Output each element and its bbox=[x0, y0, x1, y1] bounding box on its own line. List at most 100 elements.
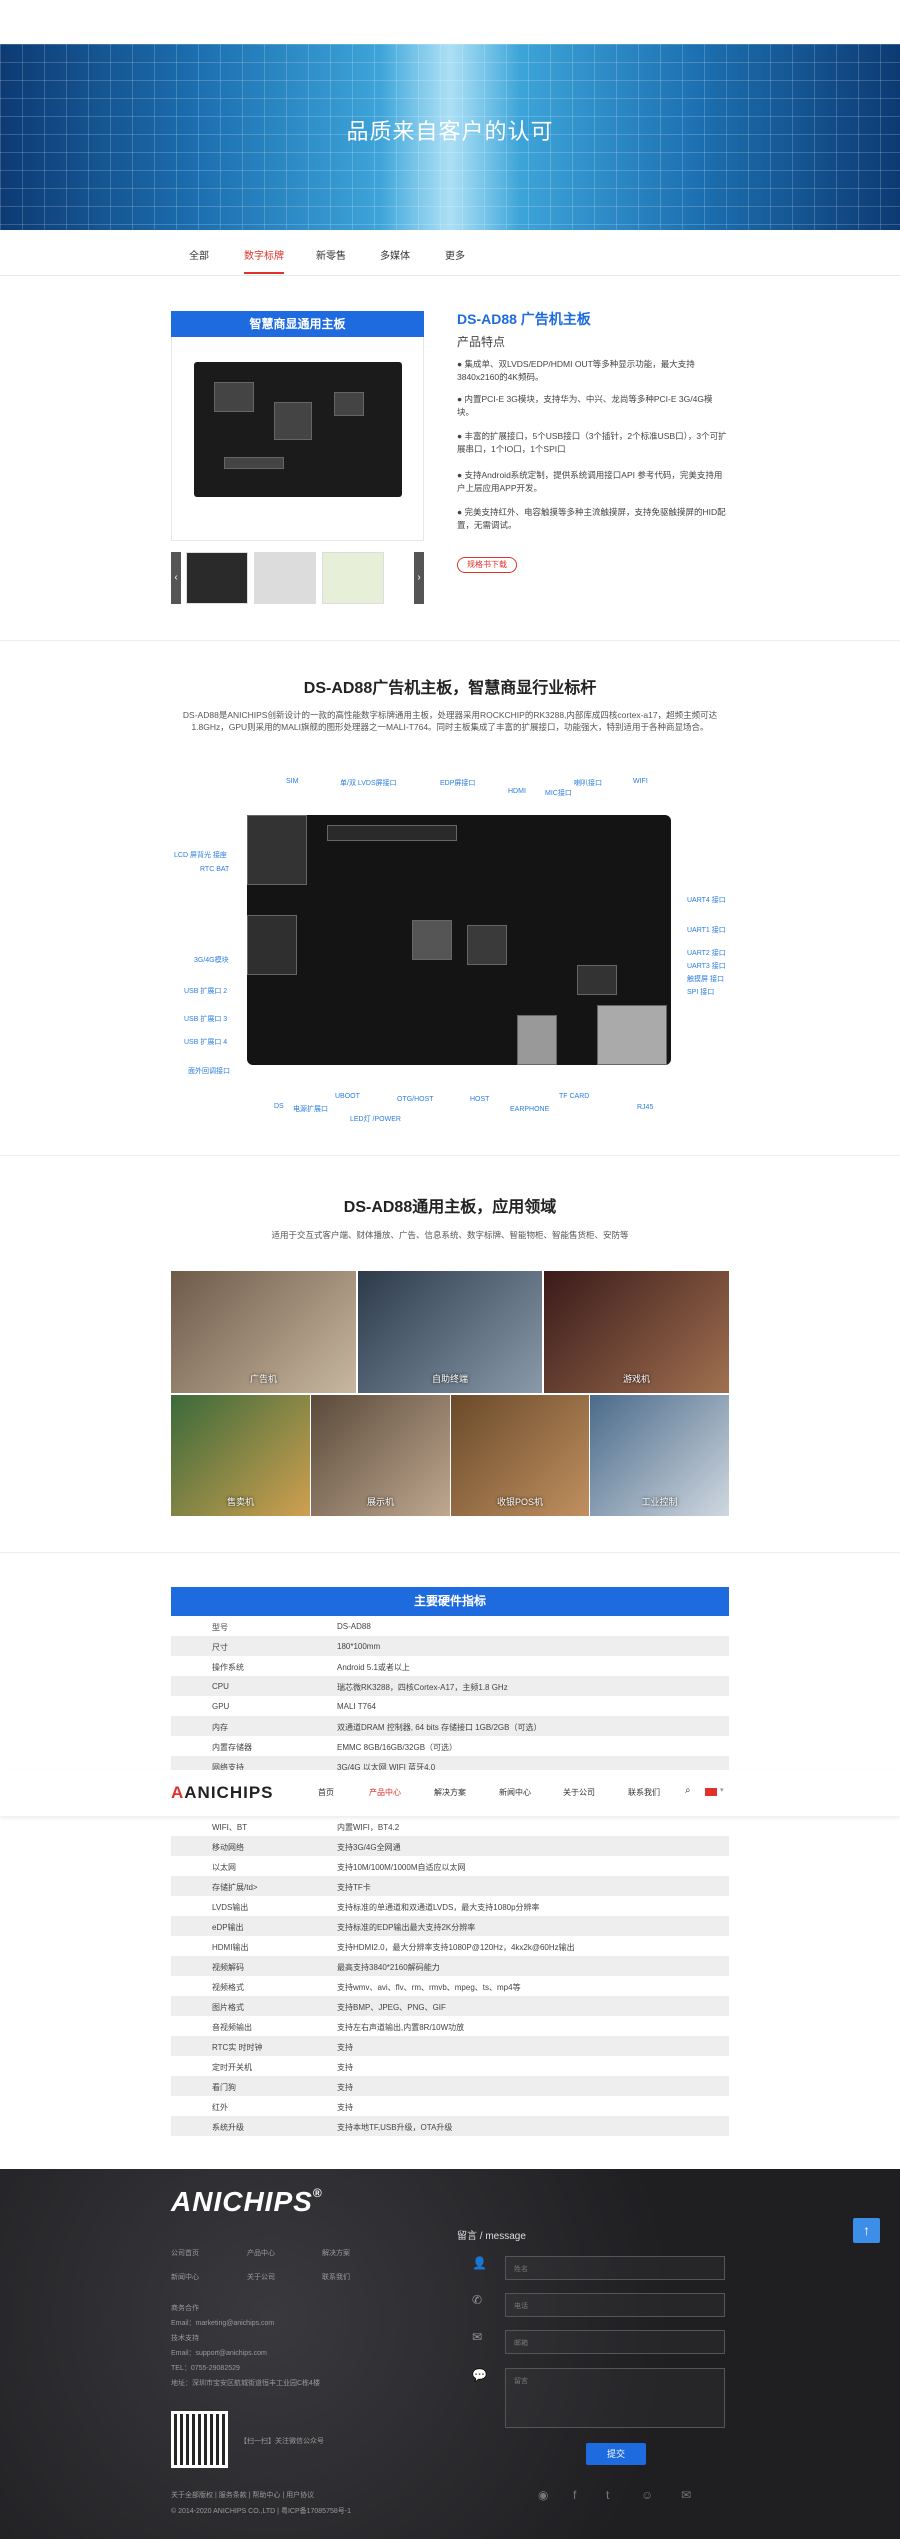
submit-button[interactable]: 提交 bbox=[586, 2443, 646, 2465]
twitter-icon[interactable]: t bbox=[606, 2488, 610, 2502]
app-card[interactable]: 售卖机 bbox=[171, 1395, 310, 1516]
thumb-next-button[interactable]: › bbox=[414, 552, 424, 604]
facebook-icon[interactable]: f bbox=[573, 2488, 577, 2502]
support-title: 技术支持 bbox=[171, 2335, 199, 2342]
search-icon[interactable]: ⌕ bbox=[685, 1785, 691, 1796]
footer-address: 地址：深圳市宝安区航城街道恒丰工业园C栋4楼 bbox=[171, 2380, 320, 2387]
weibo-icon[interactable]: ◉ bbox=[538, 2488, 549, 2502]
table-row: 看门狗支持 bbox=[171, 2076, 729, 2096]
app-card[interactable]: 游戏机 bbox=[544, 1271, 729, 1393]
chevron-down-icon[interactable]: ▾ bbox=[720, 1787, 724, 1794]
table-row: LVDS输出支持标准的单通道和双通道LVDS，最大支持1080p分辨率 bbox=[212, 1903, 540, 1912]
footer-link-contact[interactable]: 联系我们 bbox=[322, 2274, 350, 2281]
callout-bottom-3: UBOOT bbox=[335, 1093, 360, 1100]
footer bbox=[0, 2169, 900, 2539]
product-image-frame bbox=[171, 311, 424, 541]
nav-item-contact[interactable]: 联系我们 bbox=[628, 1788, 660, 1797]
top-navbar: AANICHIPS 首页 产品中心 解决方案 新闻中心 关于公司 联系我们 ⌕ … bbox=[0, 1770, 900, 1816]
phone-input[interactable]: 电话 bbox=[505, 2293, 725, 2317]
nav-item-products[interactable]: 产品中心 bbox=[369, 1788, 401, 1797]
feature-5: ● 完美支持红外、电容触摸等多种主流触摸屏，支持免驱触摸屏的HID配置，无需调试… bbox=[457, 507, 726, 530]
thumb-1[interactable] bbox=[186, 552, 248, 604]
nav-item-news[interactable]: 新闻中心 bbox=[499, 1788, 531, 1797]
tab-new-retail[interactable]: 新零售 bbox=[316, 251, 346, 262]
app-label: 工业控制 bbox=[641, 1497, 678, 1507]
name-input[interactable]: 姓名 bbox=[505, 2256, 725, 2280]
mail-icon: ✉ bbox=[472, 2330, 483, 2344]
callout-left-2: RTC BAT bbox=[200, 866, 230, 873]
application-gallery: 广告机 自助终端 游戏机 售卖机 展示机 收银POS机 工业控制 bbox=[171, 1271, 729, 1516]
table-row: 以太网支持10M/100M/1000M自适应以太网 bbox=[212, 1863, 466, 1872]
callout-top-5: MIC接口 bbox=[545, 790, 572, 797]
tab-multimedia[interactable]: 多媒体 bbox=[380, 251, 410, 262]
callout-bottom-2: 电源扩展口 bbox=[293, 1106, 328, 1113]
support-email[interactable]: Email：support@anichips.com bbox=[171, 2350, 267, 2357]
section-divider bbox=[0, 1155, 900, 1156]
copyright: © 2014-2020 ANICHIPS CO.,LTD | 粤ICP备1708… bbox=[171, 2508, 351, 2515]
flag-icon[interactable] bbox=[705, 1788, 717, 1796]
qr-label: 【扫一扫】关注微信公众号 bbox=[240, 2438, 324, 2445]
callout-top-3: EDP屏接口 bbox=[440, 780, 476, 787]
footer-bottom-links[interactable]: 关于全部版权 | 服务条款 | 帮助中心 | 用户协议 bbox=[171, 2492, 315, 2499]
app-card[interactable]: 自助终端 bbox=[358, 1271, 542, 1393]
callout-bottom-8: TF CARD bbox=[559, 1093, 590, 1100]
app-card[interactable]: 工业控制 bbox=[590, 1395, 729, 1516]
callout-top-1: SIM bbox=[286, 778, 299, 785]
callout-bottom-7: EARPHONE bbox=[510, 1106, 550, 1113]
footer-link-home[interactable]: 公司首页 bbox=[171, 2250, 199, 2257]
nav-item-solutions[interactable]: 解决方案 bbox=[434, 1788, 466, 1797]
table-row: 定时开关机支持 bbox=[212, 2063, 353, 2072]
user-icon: 👤 bbox=[472, 2256, 487, 2270]
message-title: 留言 / message bbox=[457, 2231, 526, 2242]
phone-icon: ✆ bbox=[472, 2293, 483, 2307]
callout-bottom-9: RJ45 bbox=[637, 1104, 654, 1111]
app-card[interactable]: 展示机 bbox=[311, 1395, 450, 1516]
table-row: eDP输出支持标准的EDP输出最大支持2K分辨率 bbox=[171, 1916, 729, 1936]
footer-logo[interactable]: ANICHIPS® bbox=[171, 2186, 323, 2217]
thumb-prev-button[interactable]: ‹ bbox=[171, 552, 181, 604]
nav-logo[interactable]: AANICHIPS bbox=[171, 1783, 274, 1802]
hero-light bbox=[380, 44, 520, 230]
message-textarea[interactable]: 留言 bbox=[505, 2368, 725, 2428]
footer-tel: TEL：0755-29082529 bbox=[171, 2365, 240, 2372]
footer-link-news[interactable]: 新闻中心 bbox=[171, 2274, 199, 2281]
hero-title: 品质来自客户的认可 bbox=[346, 119, 554, 144]
feature-3: ● 丰富的扩展接口，5个USB接口（3个插针，2个标准USB口），3个可扩展串口… bbox=[457, 431, 727, 454]
back-to-top-button[interactable]: ↑ bbox=[853, 2218, 880, 2243]
tab-all[interactable]: 全部 bbox=[189, 251, 209, 262]
nav-item-about[interactable]: 关于公司 bbox=[563, 1788, 595, 1797]
tab-digital-signage[interactable]: 数字标牌 bbox=[244, 247, 284, 274]
callout-bottom-4: LED灯 /POWER bbox=[350, 1116, 401, 1123]
product-banner: 智慧商显通用主板 bbox=[171, 311, 424, 337]
email-input[interactable]: 邮箱 bbox=[505, 2330, 725, 2354]
qr-code bbox=[171, 2411, 228, 2468]
spec-download-button[interactable]: 规格书下载 bbox=[457, 557, 517, 573]
app-label: 游戏机 bbox=[622, 1374, 650, 1384]
footer-link-products[interactable]: 产品中心 bbox=[247, 2250, 275, 2257]
app-card[interactable]: 收银POS机 bbox=[451, 1395, 589, 1516]
table-row: 音视频输出支持左右声道输出,内置8R/10W功放 bbox=[212, 2023, 465, 2032]
table-row: RTC实 时时钟支持 bbox=[171, 2036, 729, 2056]
contact-title: 商务合作 bbox=[171, 2305, 199, 2312]
footer-link-about[interactable]: 关于公司 bbox=[247, 2274, 275, 2281]
callout-left-4: USB 扩展口 2 bbox=[184, 988, 228, 995]
callout-top-6: 喇叭接口 bbox=[574, 780, 602, 787]
tab-more[interactable]: 更多 bbox=[445, 251, 465, 262]
nav-item-home[interactable]: 首页 bbox=[318, 1788, 334, 1797]
footer-link-solutions[interactable]: 解决方案 bbox=[322, 2250, 350, 2257]
thumb-2[interactable] bbox=[254, 552, 316, 604]
table-row: 系统升级支持本地TF,USB升级，OTA升级 bbox=[171, 2116, 729, 2136]
section3-title: DS-AD88通用主板，应用领域 bbox=[343, 1199, 557, 1216]
thumb-3[interactable] bbox=[322, 552, 384, 604]
contact-email[interactable]: Email：marketing@anichips.com bbox=[171, 2320, 275, 2327]
app-card[interactable]: 广告机 bbox=[171, 1271, 356, 1393]
email-share-icon[interactable]: ✉ bbox=[681, 2488, 692, 2502]
callout-bottom-5: OTG/HOST bbox=[397, 1096, 434, 1103]
app-label: 广告机 bbox=[249, 1374, 277, 1384]
wechat-icon[interactable]: ☺ bbox=[641, 2488, 654, 2502]
app-label: 收银POS机 bbox=[496, 1497, 543, 1507]
